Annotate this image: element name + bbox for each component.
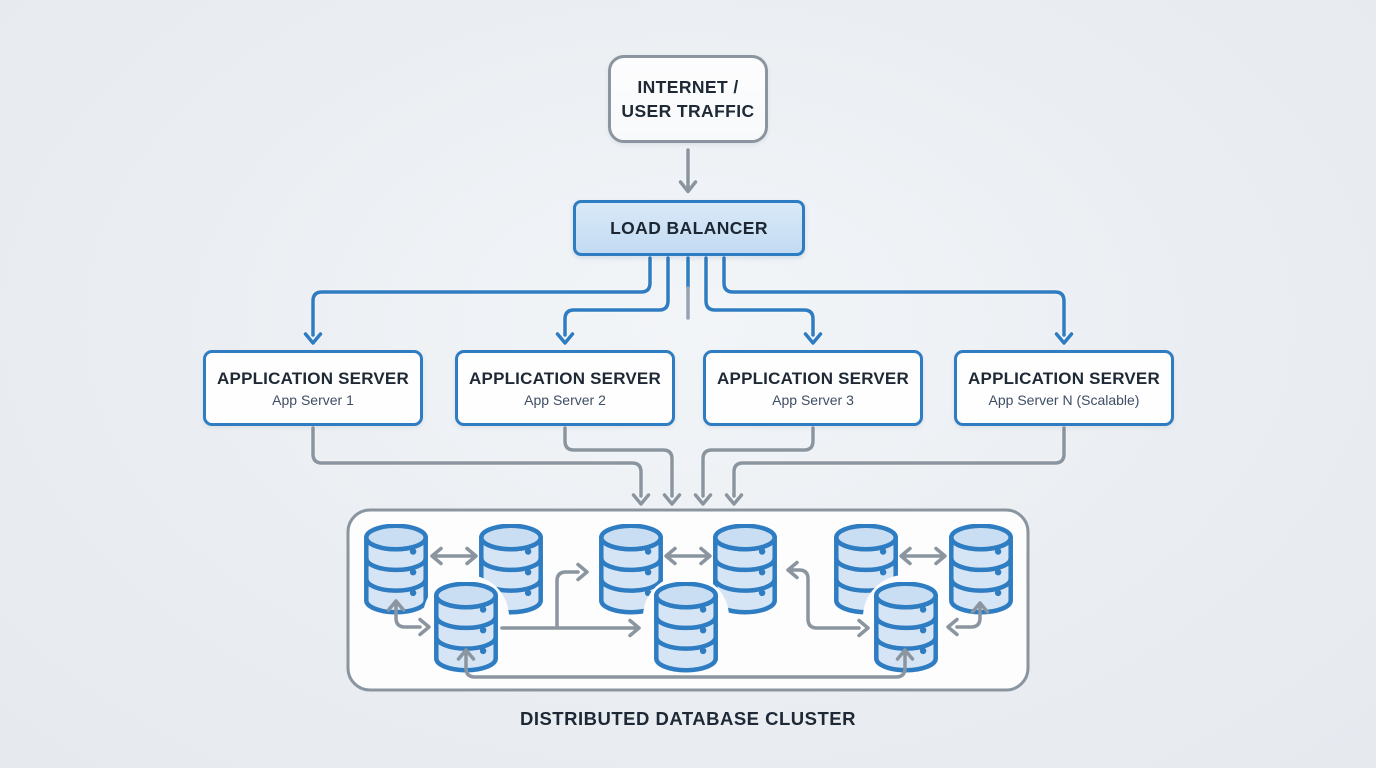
internet-node: INTERNET / USER TRAFFIC: [608, 55, 768, 143]
arrow-app3-to-cluster: [693, 426, 815, 506]
database-icon: [656, 584, 715, 670]
database-icon: [436, 584, 495, 670]
icon-halo: [863, 575, 949, 685]
app-server-subtitle: App Server 3: [772, 391, 854, 408]
sync-arrow-db3-db4: [664, 546, 712, 566]
icon-halo: [643, 575, 729, 685]
app-server-title: APPLICATION SERVER: [217, 368, 409, 388]
cluster-replication-arrows: [386, 546, 990, 679]
database-icon: [481, 526, 540, 612]
database-icons-top-row: [366, 526, 1010, 612]
app-server-node-1: APPLICATION SERVER App Server 1: [203, 350, 423, 426]
app-server-node-n: APPLICATION SERVER App Server N (Scalabl…: [954, 350, 1174, 426]
arrow-app1-to-cluster: [311, 426, 651, 506]
arrow-lb-to-app3: [704, 256, 823, 345]
internet-label-line2: USER TRAFFIC: [621, 101, 755, 121]
load-balancer-label: LOAD BALANCER: [610, 217, 768, 238]
database-icon: [601, 526, 660, 612]
lb-fanout-arrows: [303, 256, 1074, 345]
app-server-title: APPLICATION SERVER: [717, 368, 909, 388]
arrow-internet-to-lb: [678, 148, 698, 194]
arrow-left-to-mid-bottom: [500, 618, 641, 638]
app-server-node-3: APPLICATION SERVER App Server 3: [703, 350, 923, 426]
database-icons-bottom-row: [423, 575, 949, 685]
arrow-lb-to-app2: [555, 256, 670, 345]
arrow-lb-to-appn: [722, 256, 1074, 345]
icon-halo: [423, 575, 509, 685]
load-balancer-node: LOAD BALANCER: [573, 200, 805, 256]
arrow-bottom-feedback-line: [456, 648, 915, 679]
database-icon: [715, 526, 774, 612]
app-server-subtitle: App Server 2: [524, 391, 606, 408]
arrow-curve-left-group: [386, 599, 431, 637]
database-cluster-box: [346, 508, 1030, 692]
database-icon: [366, 526, 425, 612]
database-icon: [876, 584, 935, 670]
app-to-cluster-arrows: [311, 426, 1066, 506]
database-icon: [836, 526, 895, 612]
arrow-db4-to-bottom-right: [786, 560, 870, 638]
app-server-subtitle: App Server N (Scalable): [988, 391, 1140, 408]
arrow-curve-right-group: [946, 601, 990, 637]
sync-arrow-db1-db2: [430, 546, 478, 566]
arrow-app2-to-cluster: [563, 426, 682, 506]
app-server-subtitle: App Server 1: [272, 391, 354, 408]
sync-arrow-db5-db6: [899, 546, 947, 566]
database-cluster-caption: DISTRIBUTED DATABASE CLUSTER: [519, 708, 857, 729]
arrow-branch-up-to-db3: [555, 562, 589, 628]
arrow-lb-to-app1: [303, 256, 652, 345]
arrow-appn-to-cluster: [724, 426, 1066, 506]
database-icon: [951, 526, 1010, 612]
app-server-title: APPLICATION SERVER: [968, 368, 1160, 388]
app-server-title: APPLICATION SERVER: [469, 368, 661, 388]
app-server-node-2: APPLICATION SERVER App Server 2: [455, 350, 675, 426]
internet-label-line1: INTERNET /: [637, 76, 739, 97]
